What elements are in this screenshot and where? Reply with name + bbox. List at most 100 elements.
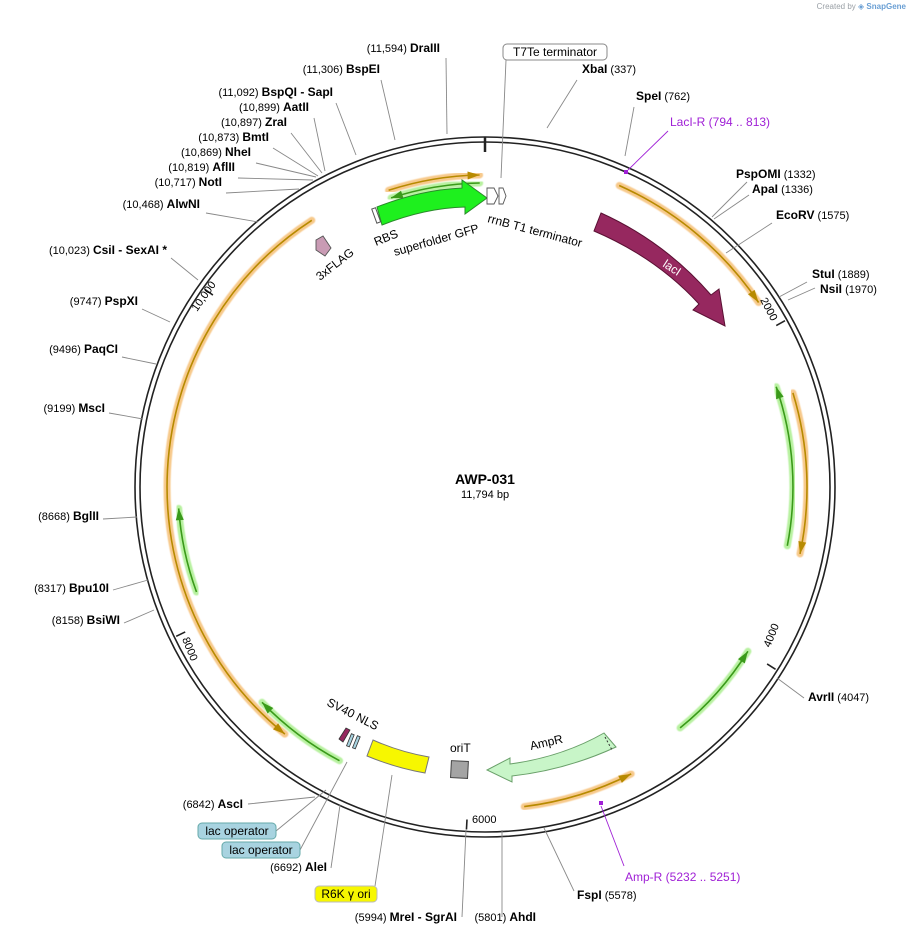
site-position: (762) <box>661 91 690 103</box>
orf-arc-bottom-glow <box>520 770 635 811</box>
site-position: (9747) <box>70 296 105 308</box>
r6k-ori-box[interactable] <box>366 739 430 774</box>
site-label-alei[interactable]: (6692) AleI <box>270 860 327 874</box>
snapgene-credit: Created by ◈ SnapGene <box>817 2 906 11</box>
site-position: (8317) <box>34 583 69 595</box>
tick-label-10,000: 10,000 <box>190 279 219 313</box>
orf-arc-right <box>792 392 808 555</box>
orit-label: oriT <box>450 741 471 755</box>
leader-line-asci <box>247 796 316 805</box>
leader-line-fspi <box>543 827 575 892</box>
site-label-csii[interactable]: (10,023) CsiI - SexAI * <box>49 243 167 257</box>
site-label-ahdi[interactable]: (5801) AhdI <box>474 910 536 924</box>
site-name: AleI <box>305 860 327 874</box>
laci-arrow[interactable] <box>593 212 726 327</box>
site-label-apai[interactable]: ApaI (1336) <box>752 182 813 196</box>
tick-mark-4000 <box>766 663 776 670</box>
site-position: (5994) <box>355 912 390 924</box>
site-position: (10,717) <box>155 177 199 189</box>
site-label-asci[interactable]: (6842) AscI <box>183 797 243 811</box>
site-label-noti[interactable]: (10,717) NotI <box>155 175 222 189</box>
tick-mark-10,000 <box>204 288 214 296</box>
amp-r-primer-mark <box>599 801 603 805</box>
tick-mark-2000 <box>775 320 786 327</box>
site-label-draiii[interactable]: (11,594) DraIII <box>367 41 440 55</box>
site-label-spei[interactable]: SpeI (762) <box>636 89 690 103</box>
site-label-nhei[interactable]: (10,869) NheI <box>181 145 251 159</box>
lac-operator-features[interactable] <box>346 733 361 750</box>
site-position: (1575) <box>814 210 849 222</box>
leader-line-avrii <box>776 677 805 699</box>
site-label-aflii[interactable]: (10,819) AflII <box>168 160 235 174</box>
site-label-nsii[interactable]: NsiI (1970) <box>820 282 877 296</box>
ampr-arrow[interactable] <box>485 732 617 783</box>
leader-line-bspei <box>380 79 396 141</box>
rrnb-terminator-feature[interactable] <box>486 187 507 205</box>
site-position: (8668) <box>38 511 73 523</box>
leader-line-aatii <box>313 117 326 172</box>
superfolder-gfp-feature[interactable] <box>371 179 488 226</box>
green-arc-lower-right-glow <box>676 647 752 732</box>
lac-operator-2-text: lac operator <box>229 843 292 857</box>
site-label-avrii[interactable]: AvrII (4047) <box>808 690 869 704</box>
green-arc-top-arrowhead <box>391 190 404 199</box>
leader-line-csii <box>170 257 199 281</box>
site-label-zrai[interactable]: (10,897) ZraI <box>221 115 287 129</box>
site-name: AatII <box>283 100 309 114</box>
lac-operator-callout-2[interactable]: lac operator <box>221 841 301 859</box>
primer-label-amp-r[interactable]: Amp-R (5232 .. 5251) <box>625 870 740 884</box>
site-position: (10,897) <box>221 117 265 129</box>
rbs-box <box>371 207 382 224</box>
primer-label-laci-r[interactable]: LacI-R (794 .. 813) <box>670 115 770 129</box>
site-position: (6842) <box>183 799 218 811</box>
site-label-fspi[interactable]: FspI (5578) <box>577 888 637 902</box>
leader-line-alei <box>330 804 341 869</box>
leader-line-bpu10i <box>112 579 149 591</box>
site-label-ecorv[interactable]: EcoRV (1575) <box>776 208 849 222</box>
site-label-bspei[interactable]: (11,306) BspEI <box>303 62 380 76</box>
site-position: (11,306) <box>303 64 346 76</box>
site-name: NheI <box>225 145 251 159</box>
site-label-bglii[interactable]: (8668) BglII <box>38 509 99 523</box>
leader-line-bspqi <box>335 102 357 156</box>
site-label-aatii[interactable]: (10,899) AatII <box>239 100 309 114</box>
3xflag-mark[interactable] <box>315 235 332 257</box>
site-label-msci[interactable]: (9199) MscI <box>43 401 105 415</box>
site-label-bsiwi[interactable]: (8158) BsiWI <box>52 613 120 627</box>
green-arc-lower-right-arrowhead <box>738 651 748 664</box>
site-position: (10,819) <box>168 162 212 174</box>
tick-label-2000: 2000 <box>757 296 779 323</box>
r6k-ori-callout[interactable]: R6K γ ori <box>314 885 378 903</box>
site-name: ZraI <box>265 115 287 129</box>
site-label-paqci[interactable]: (9496) PaqCI <box>49 342 118 356</box>
tick-mark-6000 <box>465 819 468 830</box>
site-label-pspxi[interactable]: (9747) PspXI <box>70 294 138 308</box>
leader-line-ecorv <box>725 222 773 254</box>
site-name: MscI <box>78 401 105 415</box>
green-arc-right-arrowhead <box>776 386 784 400</box>
orit-box[interactable] <box>450 760 469 779</box>
sv40-nls-mark[interactable] <box>338 727 351 743</box>
t7te-terminator-callout[interactable]: T7Te terminator <box>502 43 608 61</box>
leader-line-pspomi <box>711 181 748 218</box>
site-label-alwni[interactable]: (10,468) AlwNI <box>123 197 200 211</box>
leader-line-pspxi <box>141 308 171 323</box>
site-label-bmti[interactable]: (10,873) BmtI <box>198 130 269 144</box>
credit-prefix: Created by <box>816 2 856 11</box>
leader-line-draiii <box>445 57 448 135</box>
site-name: CsiI - SexAI * <box>93 243 167 257</box>
site-label-xbai[interactable]: XbaI (337) <box>582 62 636 76</box>
site-label-stui[interactable]: StuI (1889) <box>812 267 870 281</box>
site-label-mrei[interactable]: (5994) MreI - SgrAI <box>355 910 457 924</box>
site-label-bpu10i[interactable]: (8317) Bpu10I <box>34 581 109 595</box>
leader-line-layer <box>102 57 816 918</box>
site-name: BsiWI <box>87 613 120 627</box>
site-label-pspomi[interactable]: PspOMI (1332) <box>736 167 816 181</box>
site-name: ApaI <box>752 182 778 196</box>
site-label-bspqi[interactable]: (11,092) BspQI - SapI <box>218 85 333 99</box>
leader-line-paqci <box>121 356 157 365</box>
lac-operator-callout-1[interactable]: lac operator <box>197 822 277 840</box>
feature-arc-layer <box>166 171 808 808</box>
tick-label-8000: 8000 <box>179 636 199 663</box>
